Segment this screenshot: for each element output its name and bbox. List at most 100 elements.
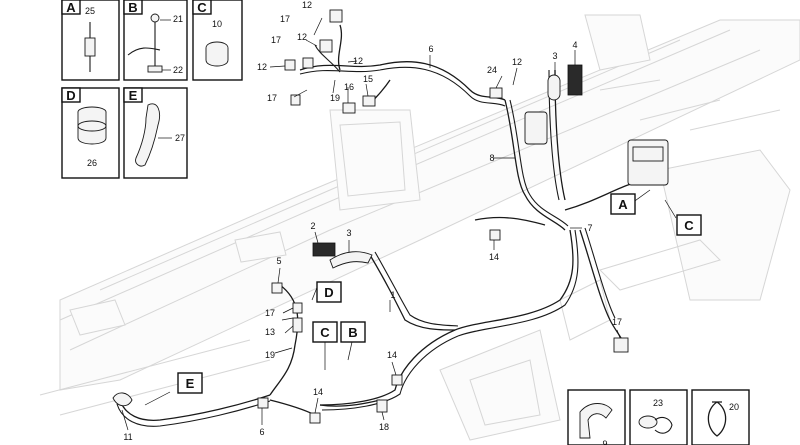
connector-16	[342, 102, 356, 114]
label-4: 4	[572, 40, 577, 50]
label-19-b: 19	[265, 350, 275, 360]
label-15: 15	[363, 74, 373, 84]
hose-connector	[329, 251, 373, 269]
svg-text:A: A	[618, 197, 628, 212]
detail-box-C: C 10	[192, 0, 243, 81]
connector-12b	[284, 59, 296, 71]
svg-text:A: A	[66, 0, 76, 15]
label-12-d: 12	[353, 56, 363, 66]
fuse-part-25	[84, 37, 96, 57]
label-17-c: 17	[267, 93, 277, 103]
leader-lines	[121, 17, 677, 431]
connector-14-bottom	[309, 412, 321, 424]
detail-box-E: E 27	[123, 87, 188, 179]
svg-text:25: 25	[85, 6, 95, 16]
label-14-a: 14	[489, 252, 499, 262]
connector-24	[489, 87, 503, 99]
sensor-module	[312, 242, 336, 257]
connector-12	[302, 57, 314, 69]
harness-routes	[116, 24, 646, 427]
detail-box-D: D 26	[61, 87, 120, 179]
label-24: 24	[487, 65, 497, 75]
junction-box	[524, 111, 548, 145]
callout-E-lower: E	[177, 372, 203, 394]
grommet-17	[290, 94, 301, 106]
part-number-labels: 1 2 3 3 4 5 6 6 7 8 11 12 12 12 12 12 13…	[123, 0, 622, 442]
sleeve-component	[547, 74, 561, 101]
elbow-part-9	[579, 403, 613, 439]
connector-top	[329, 9, 343, 23]
components	[112, 9, 669, 424]
label-12-b: 12	[297, 32, 307, 42]
label-17-a: 17	[280, 14, 290, 24]
svg-text:22: 22	[173, 65, 183, 75]
connector-15	[362, 95, 376, 107]
part-box-9: 9	[567, 389, 626, 445]
label-14-c: 14	[313, 387, 323, 397]
label-8: 8	[489, 153, 494, 163]
svg-text:D: D	[324, 285, 333, 300]
grommet-17b	[292, 302, 303, 314]
label-11: 11	[123, 432, 132, 442]
callout-C-right: C	[676, 214, 702, 236]
label-6-bottom: 6	[259, 427, 264, 437]
clamp-part-23	[638, 415, 658, 429]
label-2: 2	[310, 221, 315, 231]
label-17-e: 17	[612, 317, 622, 327]
bolt-part-21	[150, 13, 160, 23]
label-19-a: 19	[330, 93, 340, 103]
svg-text:B: B	[348, 325, 357, 340]
label-13: 13	[265, 327, 275, 337]
label-5: 5	[276, 256, 281, 266]
svg-text:27: 27	[175, 133, 185, 143]
detail-box-B: B 21 22	[123, 0, 188, 81]
part-box-20: 20	[691, 389, 750, 445]
cap-part-10	[205, 41, 229, 67]
label-6-top: 6	[428, 44, 433, 54]
label-14-b: 14	[387, 350, 397, 360]
svg-text:26: 26	[87, 158, 97, 168]
callout-C-lower: C	[312, 321, 338, 343]
connector-14	[489, 229, 501, 241]
svg-text:B: B	[128, 0, 137, 15]
nut-part-22	[147, 65, 163, 73]
svg-text:D: D	[66, 88, 75, 103]
label-12-a: 12	[302, 0, 312, 10]
svg-text:C: C	[320, 325, 330, 340]
label-17-d: 17	[265, 308, 275, 318]
control-unit-plug	[632, 146, 664, 162]
connector-18	[376, 399, 388, 413]
label-12-e: 12	[512, 57, 522, 67]
svg-text:C: C	[684, 218, 694, 233]
svg-text:23: 23	[653, 398, 663, 408]
label-12-c: 12	[257, 62, 267, 72]
connector-12c	[319, 39, 333, 53]
tie-part-20	[707, 401, 727, 437]
callout-B-lower: B	[340, 321, 366, 343]
chassis-frame	[39, 14, 800, 441]
svg-text:E: E	[129, 88, 138, 103]
callout-D: D	[316, 281, 342, 303]
grommet-13	[292, 317, 303, 333]
label-3-mid: 3	[346, 228, 351, 238]
connector-11	[112, 392, 133, 407]
svg-text:21: 21	[173, 14, 183, 24]
svg-text:10: 10	[212, 19, 222, 29]
label-7: 7	[587, 223, 592, 233]
connector-14-lower	[391, 374, 403, 386]
svg-text:E: E	[186, 376, 195, 391]
relay-component	[567, 64, 583, 96]
label-3-top: 3	[552, 51, 557, 61]
connector-17-right	[613, 337, 629, 353]
label-17-b: 17	[271, 35, 281, 45]
part-box-23: 23	[629, 389, 688, 445]
callout-A-right: A	[610, 193, 636, 215]
label-18: 18	[379, 422, 389, 432]
detail-box-A: A 25	[61, 0, 120, 81]
connector-6-lower	[257, 397, 269, 409]
label-1: 1	[390, 290, 395, 300]
connector-5	[271, 282, 283, 294]
svg-text:C: C	[197, 0, 207, 15]
svg-text:20: 20	[729, 402, 739, 412]
